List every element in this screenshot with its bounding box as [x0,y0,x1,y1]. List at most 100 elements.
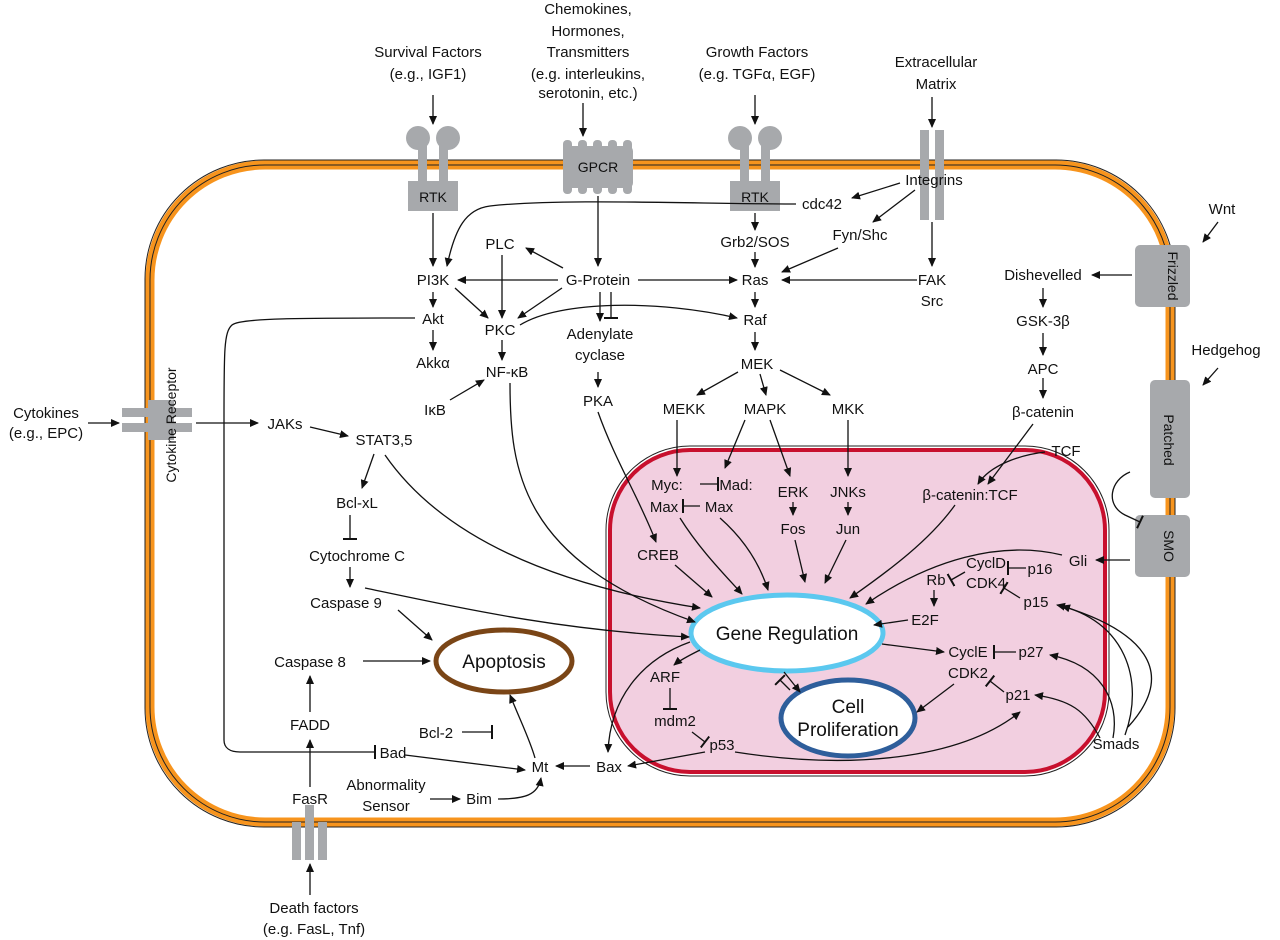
patched-label: Patched [1161,414,1177,465]
mapk-label: MAPK [744,401,787,418]
edge-gene-prolif-inhibit [774,674,791,691]
edge-gene-arf [673,649,701,666]
mad-label: Mad: [719,477,752,494]
arf-label: ARF [650,669,680,686]
fos-label: Fos [780,521,805,538]
edge-gene-prolif [783,671,801,693]
edge-mt-apoptosis [509,694,536,759]
growth-factors-label: Growth Factors [706,44,809,61]
edge-smads-p21 [1034,692,1101,739]
edge-mek-mekk [696,371,739,396]
chemokines-label: Chemokines, [544,1,632,18]
wnt-label: Wnt [1209,201,1237,218]
jaks-label: JAKs [267,416,302,433]
nucleus-outline [605,445,1110,777]
integrins-label: Integrins [905,172,963,189]
sensor-label: Sensor [362,798,410,815]
edge-nfkb-gene [509,382,696,624]
tcf-label: TCF [1051,443,1080,460]
hedgehog-label: Hedgehog [1191,342,1260,359]
cytokines-example: (e.g., EPC) [9,425,83,442]
frizzled-label: Frizzled [1165,251,1181,300]
edge-akt-bad [223,317,416,759]
fynshc-label: Fyn/Shc [832,227,888,244]
bcl2-label: Bcl-2 [419,725,453,742]
interleukins-label: (e.g. interleukins, [531,66,645,83]
edge-creb-gene [674,564,713,598]
edge-gene-cycle [881,643,945,655]
edge-hedgehog-patched [1202,367,1219,386]
edge-fos-gene [794,539,808,583]
raf-label: Raf [743,312,767,329]
edge-bcatenin-tcfcomplex [987,423,1034,485]
creb-label: CREB [637,547,679,564]
cycle-label: CyclE [948,644,987,661]
edge-bcatenintcf-gene [849,504,956,599]
edge-mapk-erk [769,419,792,477]
edge-max-gene [679,517,743,595]
mekk-label: MEKK [663,401,706,418]
transmitters-label: Transmitters [547,44,630,61]
cdc42-label: cdc42 [802,196,842,213]
rtk-right-receptor [728,126,782,211]
patched-receptor [1150,380,1190,498]
edge-e2f-gene [873,619,909,628]
gpcr-receptor [563,140,633,194]
edge-integrins-cdc42 [851,182,901,200]
extracellular-label: Extracellular [895,54,978,71]
matrix-label: Matrix [916,76,957,93]
edge-gprotein-pkc [517,287,563,319]
bclxl-label: Bcl-xL [336,495,378,512]
edge-p21-cdk2 [984,674,1005,693]
integrins-receptor [920,130,944,220]
mdm2-label: mdm2 [654,713,696,730]
edge-mdm2-p53 [691,731,711,749]
bcatenin-label: β-catenin [1012,404,1074,421]
cytokines-label: Cytokines [13,405,79,422]
caspase9-label: Caspase 9 [310,595,382,612]
p21-label: p21 [1005,687,1030,704]
gene-regulation-node [688,592,886,674]
p16-label: p16 [1027,561,1052,578]
akt-label: Akt [422,311,445,328]
edge-gli-p15 [1061,604,1152,728]
smo-receptor [1135,515,1190,577]
rtk-right-label: RTK [741,189,769,205]
survival-factors-example: (e.g., IGF1) [390,66,467,83]
pkc-label: PKC [485,322,516,339]
cytokine-receptor [122,400,192,440]
rb-label: Rb [926,572,945,589]
growth-factors-example: (e.g. TGFα, EGF) [699,66,816,83]
edge-smads-p27 [1049,652,1115,739]
plc-label: PLC [485,236,514,253]
cell-proliferation-label-1: Cell [832,697,865,718]
ras-label: Ras [742,272,769,289]
nfkb-label: NF-κB [486,364,529,381]
pi3k-label: PI3K [417,272,450,289]
cell-proliferation-node [778,677,918,759]
cell-proliferation-label-2: Proliferation [797,720,898,741]
max-left-label: Max [650,499,679,516]
dishevelled-label: Dishevelled [1004,267,1082,284]
edge-jun-gene [824,539,847,584]
mt-label: Mt [532,759,549,776]
edge-tcf-tcfcomplex [977,451,1046,485]
cdk2-label: CDK2 [948,665,988,682]
bcatenin-tcf-label: β-catenin:TCF [922,487,1017,504]
edge-mek-mkk [779,369,831,396]
apc-label: APC [1028,361,1059,378]
edge-gprotein-plc [525,247,564,269]
mkk-label: MKK [832,401,865,418]
e2f-label: E2F [911,612,939,629]
myc-label: Myc: [651,477,683,494]
apoptosis-label: Apoptosis [462,652,545,673]
edge-bim-mt [497,777,544,800]
stat-label: STAT3,5 [356,432,413,449]
edge-mek-mapk [759,373,768,396]
gsk3b-label: GSK-3β [1016,313,1070,330]
edge-pi3k-pkc [454,287,489,319]
erk-label: ERK [778,484,809,501]
p27-label: p27 [1018,644,1043,661]
edge-cdk2-prolif [916,683,955,713]
